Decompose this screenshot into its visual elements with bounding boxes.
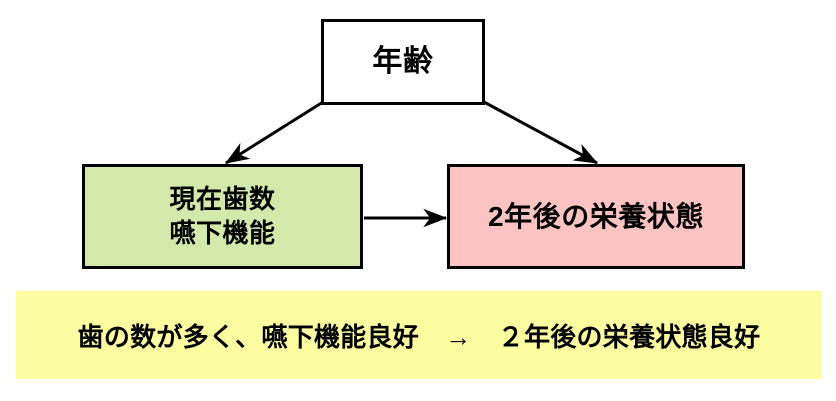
caption-text: 歯の数が多く、嚥下機能良好 → ２年後の栄養状態良好	[77, 321, 761, 352]
node-age: 年齢	[321, 19, 485, 105]
node-oral-function-label: 現在歯数 嚥下機能	[169, 184, 276, 248]
node-age-label: 年齢	[372, 44, 434, 78]
node-oral-function: 現在歯数 嚥下機能	[82, 164, 363, 269]
arrow-age-to-nutrition	[483, 100, 599, 165]
node-nutrition-2years-label: 2年後の栄養状態	[487, 200, 705, 232]
node-nutrition-2years: 2年後の栄養状態	[447, 164, 745, 269]
arrow-age-to-oral	[224, 100, 324, 165]
caption-banner: 歯の数が多く、嚥下機能良好 → ２年後の栄養状態良好	[16, 291, 822, 379]
